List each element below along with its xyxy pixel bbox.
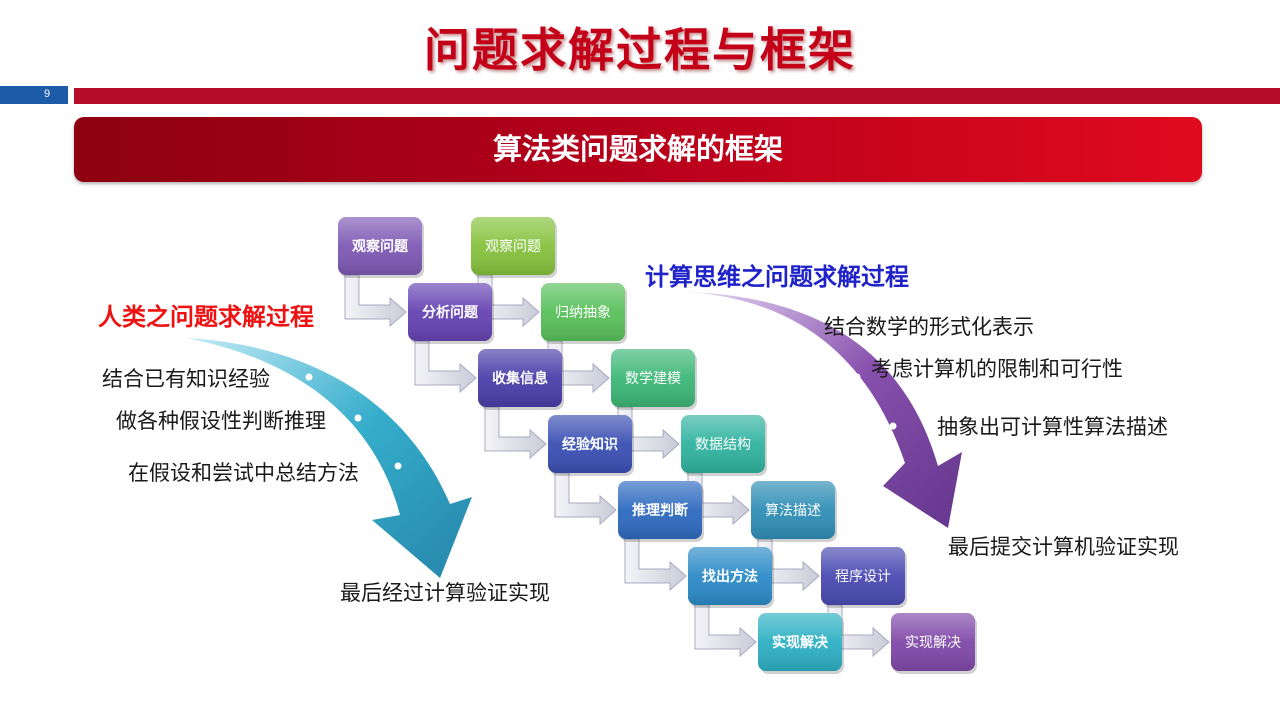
- computer-process-arrow: [688, 292, 962, 528]
- left-step-connector: [554, 472, 617, 526]
- human-step-box-label: 推理判断: [632, 502, 688, 519]
- computer-step-box: 数据结构: [681, 415, 767, 476]
- human-point-1: 结合已有知识经验: [102, 367, 270, 391]
- human-point-3: 在假设和尝试中总结方法: [128, 461, 359, 485]
- human-step-box-label: 实现解决: [772, 634, 829, 651]
- human-step-box-label: 找出方法: [702, 568, 758, 585]
- computer-step-box: 数学建模: [611, 349, 697, 410]
- computer-step-box-label: 实现解决: [905, 635, 961, 651]
- left-step-connector: [484, 406, 547, 460]
- computer-point-1: 结合数学的形式化表示: [824, 315, 1034, 339]
- right-step-connector: [827, 604, 890, 658]
- human-step-box: 收集信息: [478, 349, 564, 410]
- header-rule-blue: [0, 86, 68, 104]
- human-bullet-dot: [354, 414, 362, 422]
- computer-bullet-dot: [803, 333, 811, 341]
- human-step-box: 观察问题: [338, 217, 424, 278]
- computer-step-box-label: 算法描述: [765, 503, 821, 519]
- human-process-arrow: [186, 338, 472, 578]
- computer-final: 最后提交计算机验证实现: [948, 535, 1179, 559]
- right-step-connector: [547, 340, 610, 394]
- human-step-box-label: 观察问题: [352, 238, 409, 255]
- banner-title: 算法类问题求解的框架: [492, 132, 783, 166]
- human-bullet-dot: [305, 373, 313, 381]
- human-step-box-label: 经验知识: [562, 436, 618, 453]
- human-bullet-dot: [394, 462, 402, 470]
- computer-step-box: 算法描述: [751, 481, 837, 542]
- header-rule-red: [74, 88, 1280, 104]
- human-point-2: 做各种假设性判断推理: [116, 409, 326, 433]
- human-step-box: 找出方法: [688, 547, 774, 608]
- right-step-connector: [477, 274, 540, 328]
- computer-step-box: 程序设计: [821, 547, 907, 608]
- right-step-connector: [757, 538, 820, 592]
- computer-step-box: 归纳抽象: [541, 283, 627, 344]
- human-step-box: 实现解决: [758, 613, 844, 674]
- human-process-heading: 人类之问题求解过程: [98, 303, 314, 331]
- computer-point-3: 抽象出可计算性算法描述: [937, 415, 1168, 439]
- right-step-connector: [687, 472, 750, 526]
- page-title: 问题求解过程与框架: [424, 23, 856, 77]
- computer-step-box: 观察问题: [471, 217, 557, 278]
- computer-step-box-label: 数学建模: [625, 371, 681, 387]
- page-number: 9: [44, 88, 51, 100]
- human-step-box-label: 收集信息: [492, 370, 548, 387]
- human-step-box: 推理判断: [618, 481, 704, 542]
- human-final: 最后经过计算验证实现: [340, 581, 550, 605]
- human-step-box: 分析问题: [408, 283, 494, 344]
- right-step-connector: [617, 406, 680, 460]
- computer-process-heading: 计算思维之问题求解过程: [645, 263, 909, 291]
- left-step-connector: [694, 604, 757, 658]
- computer-point-2: 考虑计算机的限制和可行性: [871, 357, 1123, 381]
- computer-step-box-label: 程序设计: [835, 569, 891, 585]
- computer-step-box-label: 观察问题: [485, 238, 541, 255]
- left-step-connector: [624, 538, 687, 592]
- human-step-box: 经验知识: [548, 415, 634, 476]
- left-step-connector: [414, 340, 477, 394]
- human-step-box-label: 分析问题: [422, 304, 479, 321]
- computer-step-box: 实现解决: [891, 613, 977, 674]
- section-banner: 算法类问题求解的框架: [74, 117, 1202, 182]
- left-step-connector: [344, 274, 407, 328]
- computer-bullet-dot: [889, 422, 897, 430]
- computer-step-box-label: 数据结构: [695, 437, 751, 453]
- computer-bullet-dot: [853, 373, 861, 381]
- computer-step-box-label: 归纳抽象: [555, 304, 611, 321]
